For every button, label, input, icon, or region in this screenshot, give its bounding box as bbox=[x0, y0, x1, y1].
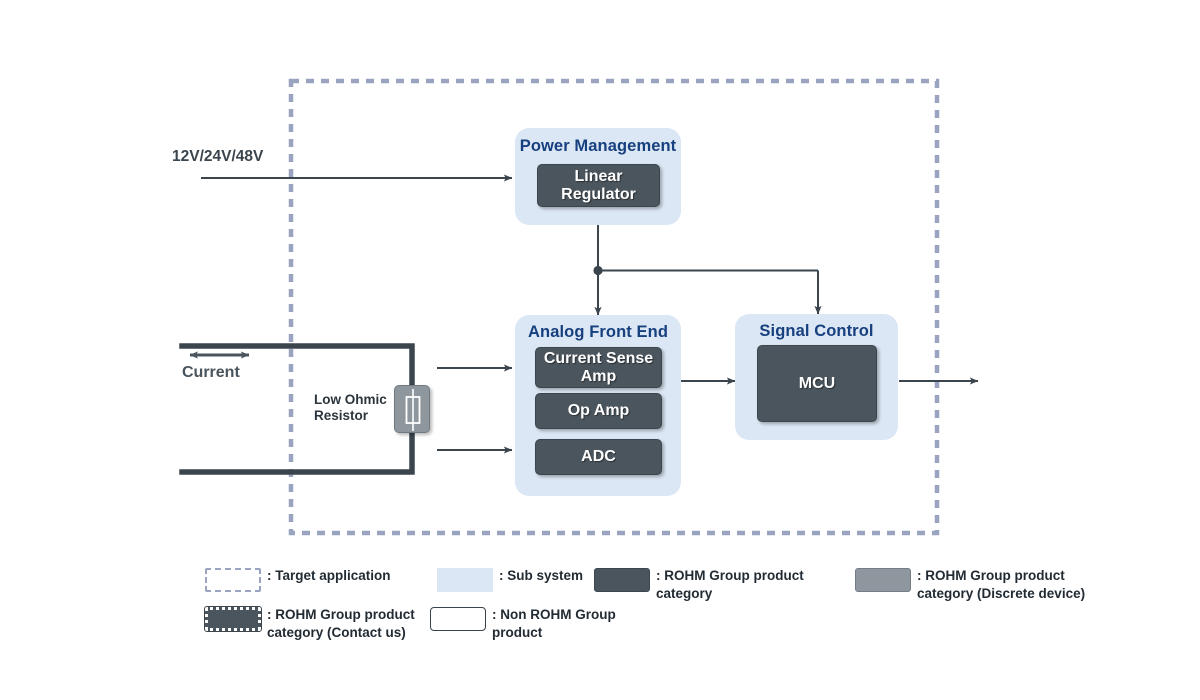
legend-label-sub-system: : Sub system bbox=[499, 568, 584, 583]
current-label: Current bbox=[182, 364, 240, 381]
resistor-symbol-icon bbox=[405, 389, 421, 431]
block-adc[interactable]: ADC bbox=[535, 439, 662, 475]
legend-label-rohm-discrete: : ROHM Group product category (Discrete … bbox=[917, 568, 1086, 601]
subsystem-signal-control-title: Signal Control bbox=[759, 322, 874, 340]
subsystem-power-management-title: Power Management bbox=[519, 137, 677, 155]
legend-item-rohm-discrete: : ROHM Group product category (Discrete … bbox=[855, 567, 1085, 602]
legend-item-non-rohm: : Non ROHM Group product bbox=[430, 606, 616, 641]
legend: : Target application : Sub system : ROHM… bbox=[204, 563, 1185, 653]
current-loop-bottom-conductor bbox=[179, 429, 415, 475]
low-ohmic-resistor-symbol[interactable] bbox=[394, 385, 430, 433]
legend-label-target-application: : Target application bbox=[267, 568, 391, 583]
block-op-amp[interactable]: Op Amp bbox=[535, 393, 662, 429]
legend-swatch-rohm-product bbox=[594, 568, 650, 592]
legend-swatch-rohm-discrete bbox=[855, 568, 911, 592]
legend-item-rohm-product: : ROHM Group product category bbox=[594, 567, 804, 602]
supply-voltage-label: 12V/24V/48V bbox=[172, 148, 264, 165]
legend-item-target-application: : Target application bbox=[205, 567, 391, 592]
subsystem-analog-front-end-title: Analog Front End bbox=[528, 323, 668, 341]
legend-label-non-rohm: : Non ROHM Group product bbox=[492, 607, 616, 640]
legend-swatch-non-rohm bbox=[430, 607, 486, 631]
low-ohmic-resistor-label: Low Ohmic Resistor bbox=[314, 392, 387, 423]
legend-item-rohm-contact: : ROHM Group product category (Contact u… bbox=[204, 606, 415, 641]
block-current-sense-amp[interactable]: Current Sense Amp bbox=[535, 347, 662, 388]
legend-label-rohm-contact: : ROHM Group product category (Contact u… bbox=[267, 607, 415, 640]
legend-swatch-rohm-contact bbox=[204, 606, 262, 632]
legend-item-sub-system: : Sub system bbox=[437, 567, 583, 592]
legend-swatch-sub-system bbox=[437, 568, 493, 592]
legend-label-rohm-product: : ROHM Group product category bbox=[656, 568, 804, 601]
block-mcu[interactable]: MCU bbox=[757, 345, 877, 422]
block-linear-regulator[interactable]: Linear Regulator bbox=[537, 164, 660, 207]
power-rail-junction bbox=[593, 265, 603, 276]
legend-swatch-target-application bbox=[205, 568, 261, 592]
